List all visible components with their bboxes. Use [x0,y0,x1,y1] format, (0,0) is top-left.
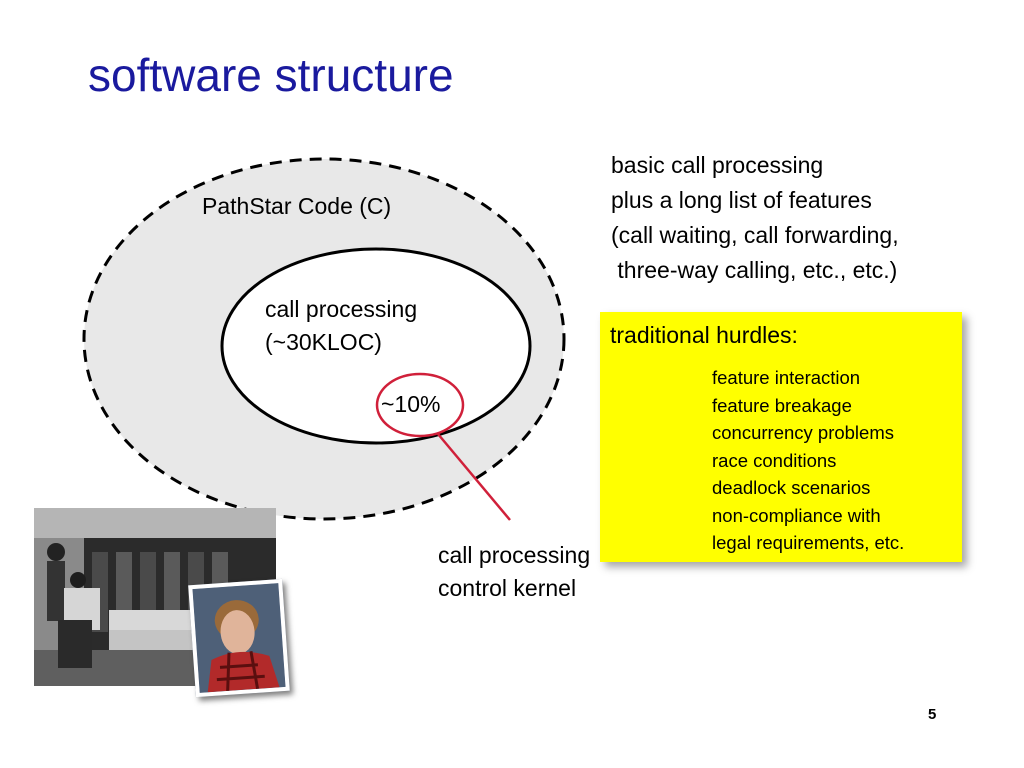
call-processing-label: call processing (~30KLOC) [265,293,417,359]
hurdle-item: legal requirements, etc. [712,532,905,553]
hurdle-item: race conditions [712,449,837,471]
hurdle-item: concurrency problems [712,422,894,443]
kernel-highlight-circle [375,372,465,438]
kernel-label: call processing control kernel [438,539,590,605]
page-number: 5 [928,706,937,723]
kernel-pointer-line [437,433,511,521]
slide-title: software structure [88,49,454,101]
call-processing-label-line2: (~30KLOC) [265,329,382,355]
hurdles-box: traditional hurdles: feature interaction… [600,312,962,562]
hurdle-item: non-compliance with [712,504,881,526]
features-description: basic call processing plus a long list o… [611,152,899,283]
call-processing-ellipse [220,247,532,445]
person-portrait-photo [188,578,290,698]
hurdle-item: feature interaction [712,367,861,388]
call-processing-label-line1: call processing [265,296,418,322]
hurdle-item: deadlock scenarios [712,477,871,498]
pathstar-code-label: PathStar Code (C) [202,193,392,219]
kernel-label-line2: control kernel [438,575,577,601]
hurdles-title: traditional hurdles: [610,322,798,348]
kernel-percentage: ~10% [381,391,441,417]
hurdles-list: feature interaction feature breakage con… [712,364,904,557]
hurdle-item: feature breakage [712,394,852,416]
kernel-label-line1: call processing [438,542,591,568]
